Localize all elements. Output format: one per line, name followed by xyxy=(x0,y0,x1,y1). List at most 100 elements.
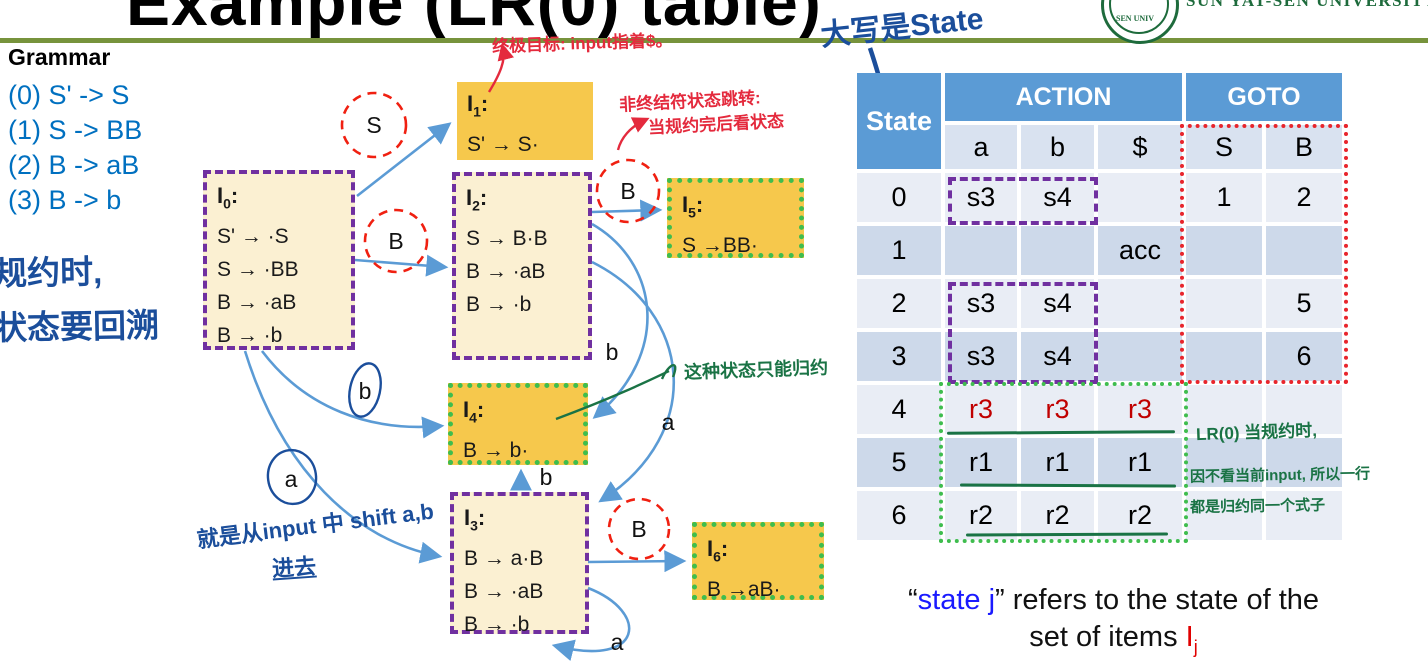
edge-i0-i4 xyxy=(260,350,445,439)
cell-state: 4 xyxy=(857,385,941,434)
cell: 2 xyxy=(1266,173,1342,222)
cell: s3 xyxy=(945,279,1017,328)
col-header-b: b xyxy=(1021,125,1094,169)
cell: r2 xyxy=(1098,491,1182,540)
edge-i3-i6 xyxy=(587,550,687,573)
state-label-i6: I6: xyxy=(707,536,729,565)
cell: s3 xyxy=(945,332,1017,381)
cell: r3 xyxy=(1098,385,1182,434)
note-ultimate-goal: 终极目标: input指着$。 xyxy=(491,30,673,57)
cell xyxy=(1098,332,1182,381)
item-line: B → ·b xyxy=(466,293,532,317)
university-seal-text: SEN UNIV xyxy=(1116,14,1155,23)
cell: s4 xyxy=(1021,173,1094,222)
cell: r2 xyxy=(945,491,1017,540)
state-box-i4: I4: B → b· xyxy=(448,383,588,465)
table-header-goto: GOTO xyxy=(1186,73,1342,121)
cell: s4 xyxy=(1021,279,1094,328)
caption-open-quote: “ xyxy=(907,584,918,616)
edge-label-shift-a: a xyxy=(285,466,298,492)
item-line: B → ·aB xyxy=(217,291,297,315)
cell-state: 6 xyxy=(857,491,941,540)
item-line: B → ·aB xyxy=(464,580,544,604)
col-header-B: B xyxy=(1266,125,1342,169)
edge-label-b3: B xyxy=(631,516,646,542)
col-header-S: S xyxy=(1186,125,1262,169)
cell xyxy=(1021,226,1094,275)
item-line: S' → S· xyxy=(467,133,539,157)
highlight-shift-rows23 xyxy=(948,282,1098,384)
goto-circle-b2 xyxy=(595,158,661,224)
state-definition-caption: “state j” refers to the state of the set… xyxy=(856,582,1371,666)
note-lr0-line1: LR(0) 当规约时, xyxy=(1195,420,1318,445)
table-header-action: ACTION xyxy=(945,73,1182,121)
state-label-i5: I5: xyxy=(682,192,704,221)
note-backtrack-line1: 规约时, xyxy=(0,253,103,292)
caption-rest-line1: ” refers to the state of the xyxy=(995,584,1320,616)
title-divider-line xyxy=(0,38,1428,43)
cell: r3 xyxy=(1021,385,1094,434)
goto-circle-b3 xyxy=(607,497,671,561)
highlight-goto-columns xyxy=(1180,124,1348,384)
note-reduce-only: 这种状态只能归约 xyxy=(683,357,829,383)
cell xyxy=(1186,279,1262,328)
item-line: B → b· xyxy=(463,439,529,463)
item-line: S → B·B xyxy=(466,227,548,251)
state-box-i0: I0: S' → ·S S → ·BB B → ·aB B → ·b xyxy=(203,170,355,350)
table-row: 4 r3 r3 r3 xyxy=(857,385,1342,434)
state-box-i2: I2: S → B·B B → ·aB B → ·b xyxy=(452,172,592,360)
cell: 1 xyxy=(1186,173,1262,222)
note-shift-line1: 就是从input 中 shift a,b xyxy=(195,498,436,553)
edge-label-i2-i4: b xyxy=(606,339,619,365)
cell xyxy=(945,226,1017,275)
cell-state: 0 xyxy=(857,173,941,222)
col-header-a: a xyxy=(945,125,1017,169)
edge-i0-i1 xyxy=(356,122,452,198)
item-line: S → ·BB xyxy=(217,258,299,282)
production-2: (2) B -> aB xyxy=(8,150,140,180)
cell-state: 3 xyxy=(857,332,941,381)
edge-label-b1: B xyxy=(388,228,403,254)
cell: r3 xyxy=(945,385,1017,434)
cell xyxy=(1186,491,1262,540)
table-row: 0 s3 s4 1 2 xyxy=(857,173,1342,222)
item-line: B → a·B xyxy=(464,547,544,571)
cell xyxy=(1186,226,1262,275)
slide-title-clipped: Example (LR(0) table) xyxy=(126,0,822,39)
table-row: 1 acc xyxy=(857,226,1342,275)
item-line: B → ·aB xyxy=(466,260,546,284)
cell xyxy=(1186,438,1262,487)
table-row: 5 r1 r1 r1 xyxy=(857,438,1342,487)
cell: s4 xyxy=(1021,332,1094,381)
edge-i2-i4 xyxy=(591,222,649,419)
cell xyxy=(1186,332,1262,381)
item-line: B → ·b xyxy=(464,613,530,637)
edge-label-b2: B xyxy=(620,178,635,204)
table-header-state: State xyxy=(857,73,941,169)
note-backtrack-line2: 状态要回溯 xyxy=(0,306,160,347)
cell xyxy=(1266,491,1342,540)
cell xyxy=(1098,173,1182,222)
state-label-i2: I2: xyxy=(466,185,488,214)
edge-label-shift-b: b xyxy=(359,378,372,404)
note-capital-state: 大写是State xyxy=(819,2,986,53)
cell: r1 xyxy=(1021,438,1094,487)
state-label-i3: I3: xyxy=(464,505,486,534)
production-3: (3) B -> b xyxy=(8,185,122,215)
cell-state: 5 xyxy=(857,438,941,487)
caption-line2-text: set of items xyxy=(1029,621,1186,653)
cell xyxy=(1098,279,1182,328)
note-lr0-line3: 都是归约同一个式子 xyxy=(1189,496,1326,517)
edge-label-loop-a: a xyxy=(611,629,624,655)
col-header-dollar: $ xyxy=(1098,125,1182,169)
state-box-i5: I5: S →BB· xyxy=(667,178,804,258)
item-line: S →BB· xyxy=(682,234,758,258)
cell: 6 xyxy=(1266,332,1342,381)
cell-state: 1 xyxy=(857,226,941,275)
production-1: (1) S -> BB xyxy=(8,115,143,145)
goto-circle-b1 xyxy=(363,208,429,274)
production-0: (0) S' -> S xyxy=(8,80,130,110)
highlight-shift-row0 xyxy=(948,177,1098,225)
cell xyxy=(1266,226,1342,275)
